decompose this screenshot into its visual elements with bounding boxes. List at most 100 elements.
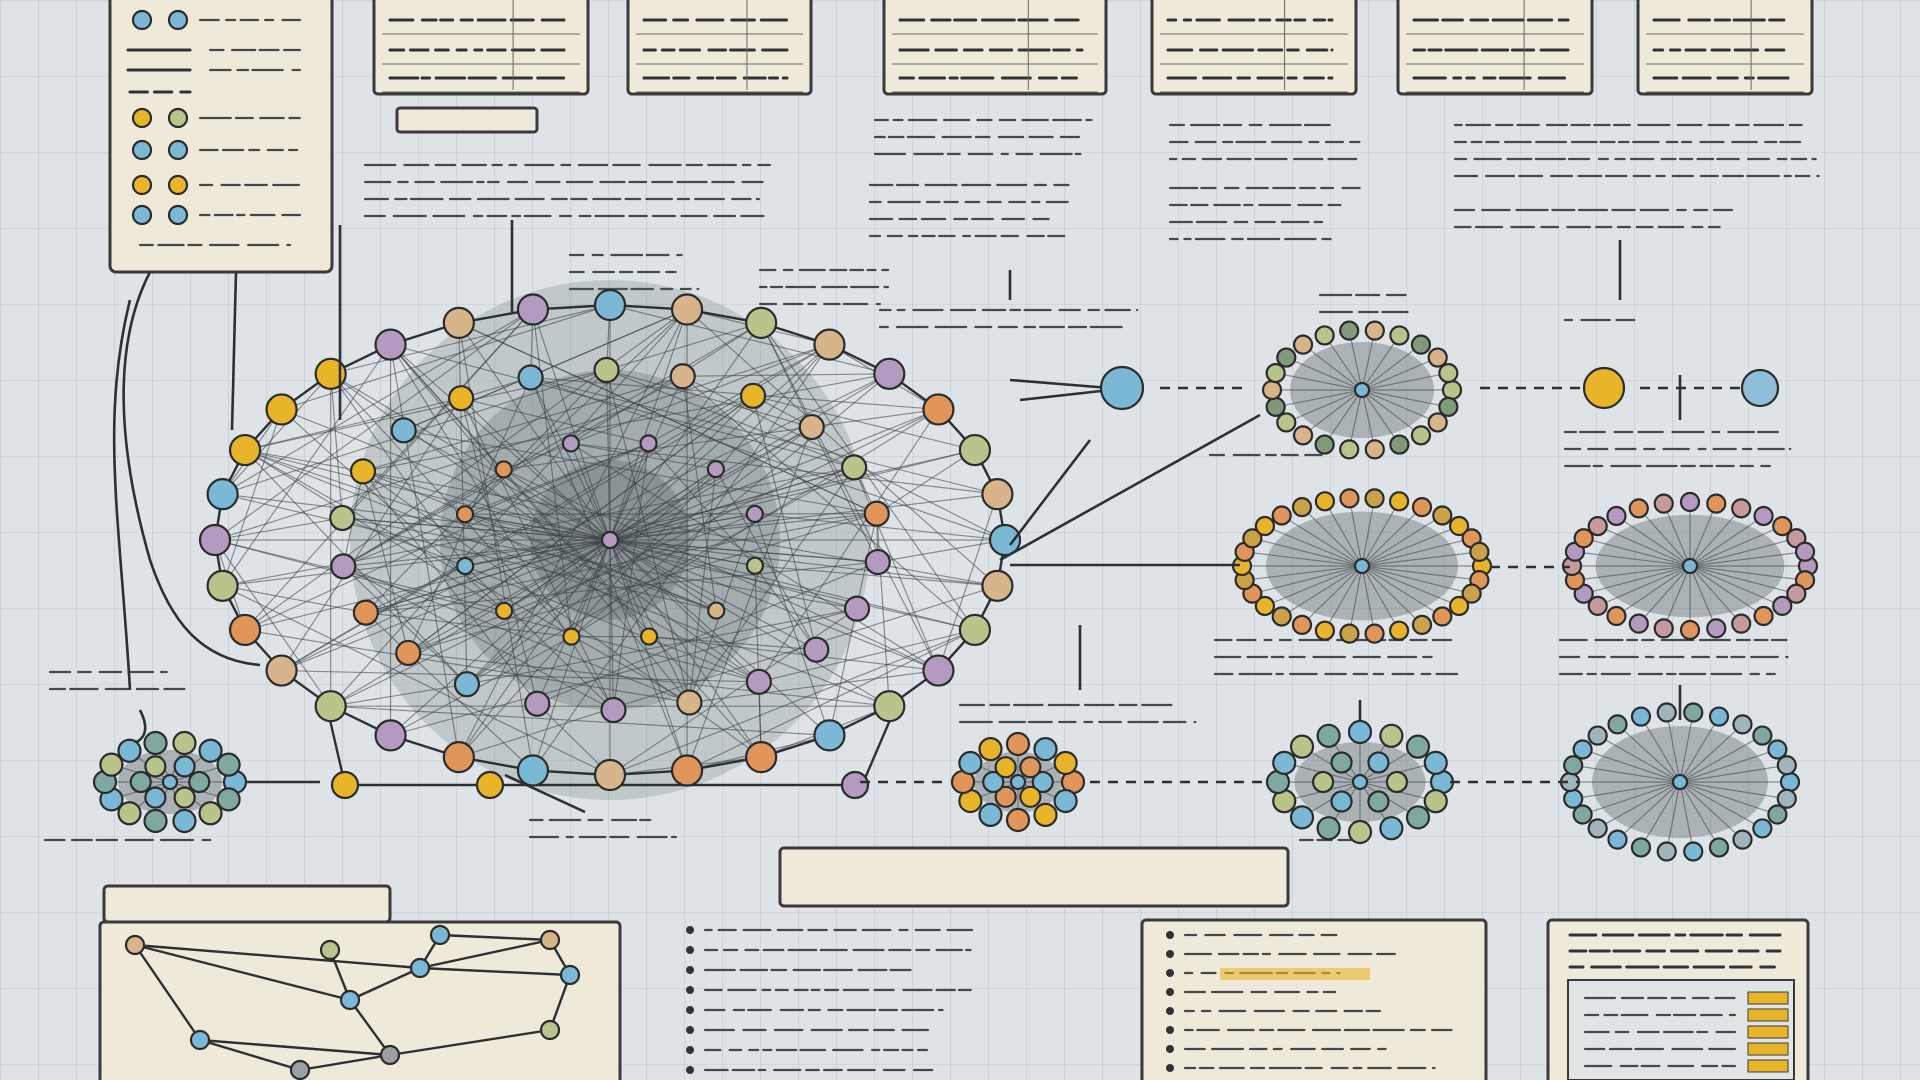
base-node	[840, 770, 870, 800]
cluster-edge	[1286, 389, 1363, 423]
network-edge	[464, 369, 607, 515]
cluster-node	[1339, 623, 1360, 644]
network-node	[206, 478, 239, 511]
cluster-node	[1794, 541, 1816, 562]
network-node	[593, 288, 627, 322]
network-node	[676, 689, 703, 716]
network-edge	[609, 539, 890, 707]
mini-edge	[439, 933, 551, 942]
cluster-edge	[1324, 389, 1363, 445]
cluster-node	[143, 808, 168, 834]
network-edge	[760, 322, 939, 671]
network-edge	[570, 442, 716, 470]
network-edge	[754, 565, 762, 758]
network-node	[395, 639, 422, 667]
cluster-node	[1427, 412, 1448, 433]
network-node	[981, 478, 1014, 511]
network-edge	[403, 308, 688, 431]
cluster-edge	[1264, 525, 1363, 567]
cluster-node	[1389, 434, 1410, 455]
cluster-node	[1379, 816, 1404, 841]
cluster-edge	[1679, 723, 1743, 783]
cluster-edge	[1361, 565, 1480, 581]
network-edge	[330, 373, 343, 519]
network-edge	[606, 369, 812, 428]
network-edge	[342, 517, 760, 683]
cluster-edge	[1361, 514, 1443, 567]
network-edge	[609, 449, 976, 541]
cluster-edge	[1361, 389, 1438, 423]
cluster-node	[1423, 789, 1448, 814]
network-node	[798, 413, 825, 441]
label-box	[395, 106, 539, 134]
mini-node	[289, 1059, 311, 1080]
list-bullet	[686, 946, 694, 954]
network-node	[745, 306, 778, 339]
network-edge	[390, 344, 690, 703]
cluster-node	[1653, 493, 1674, 514]
cluster-node	[1254, 515, 1276, 537]
network-node	[745, 668, 772, 695]
cluster-edge	[1573, 764, 1681, 783]
cluster-edge	[1361, 565, 1423, 626]
network-edge	[466, 608, 858, 685]
network-node	[562, 627, 581, 646]
cluster-edge	[1361, 344, 1422, 391]
cluster-node	[1292, 334, 1314, 355]
cluster-edge	[1361, 330, 1376, 391]
cluster-node	[1347, 819, 1373, 845]
network-edge	[466, 468, 717, 685]
cluster-edge	[1361, 506, 1423, 567]
network-node	[813, 719, 846, 752]
cluster-node	[1388, 491, 1410, 512]
network-edge	[686, 426, 813, 771]
network-edge	[688, 469, 717, 703]
cluster-node	[1776, 788, 1797, 809]
table-card	[626, 0, 813, 96]
list-bullet	[1166, 1045, 1174, 1053]
cluster-edge	[1638, 565, 1691, 625]
mini-node	[539, 929, 561, 951]
table-card	[1396, 0, 1594, 96]
cluster-edge	[1679, 712, 1694, 783]
cluster-edge	[1244, 551, 1363, 567]
cluster-node	[1385, 770, 1409, 794]
cluster-node	[1606, 505, 1627, 527]
cluster-node	[1330, 751, 1353, 774]
mini-node	[409, 957, 431, 979]
network-edge	[458, 344, 830, 758]
network-edge	[281, 397, 462, 671]
list-bullet	[686, 966, 694, 974]
network-edge	[281, 373, 890, 672]
cluster-node	[1432, 606, 1453, 627]
network-edge	[281, 395, 754, 672]
cluster-edge	[1689, 565, 1742, 625]
network-node	[374, 328, 407, 361]
cluster-node	[1683, 841, 1704, 862]
cluster-edge	[1275, 389, 1363, 408]
cluster-node	[1367, 751, 1390, 774]
network-edge	[362, 375, 683, 472]
cluster-edge	[1597, 735, 1681, 783]
network-edge	[503, 408, 939, 471]
cluster-edge	[1679, 716, 1720, 783]
network-edge	[390, 344, 650, 637]
cluster-node	[1291, 497, 1313, 518]
cluster-edge	[1582, 748, 1681, 783]
cluster-node	[216, 787, 241, 812]
mini-network	[124, 924, 581, 1080]
cluster-node	[1563, 788, 1584, 809]
yellow-node	[1582, 366, 1626, 410]
cluster-node	[1448, 595, 1470, 617]
network-edge	[609, 395, 754, 541]
cluster-node	[1448, 515, 1470, 537]
list-bullet	[1166, 1064, 1174, 1072]
network-node	[803, 636, 830, 663]
network-edge	[390, 344, 611, 541]
cluster-node	[1265, 396, 1286, 418]
network-edge	[570, 322, 762, 444]
network-node	[843, 595, 871, 622]
cluster-node	[1291, 614, 1313, 635]
network-edge	[877, 539, 1006, 563]
list-bullet	[686, 1066, 694, 1074]
